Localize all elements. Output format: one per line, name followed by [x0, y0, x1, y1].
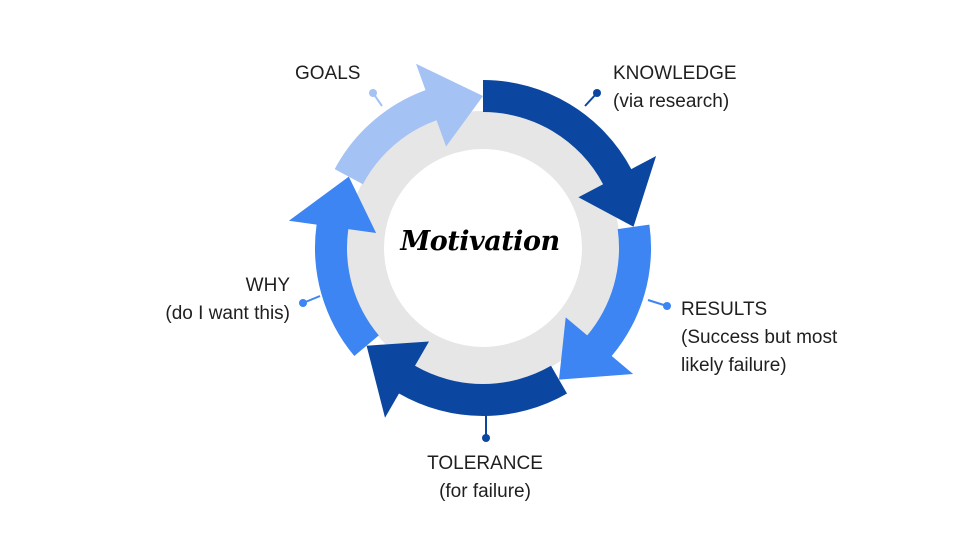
why-arrow: [288, 176, 379, 356]
center-title: Motivation: [400, 226, 560, 257]
results-label-line-2: (Success but most: [681, 327, 838, 348]
knowledge-label-line-1: KNOWLEDGE: [613, 63, 737, 84]
results-arrow: [559, 224, 652, 380]
results-label-line-3: likely failure): [681, 355, 787, 376]
knowledge-label: KNOWLEDGE (via research): [613, 60, 737, 116]
tolerance-arrow: [366, 341, 567, 418]
why-connector-dot: [299, 299, 307, 307]
goals-arrow: [334, 63, 483, 185]
why-label: WHY (do I want this): [140, 272, 290, 328]
inner-ring: [346, 111, 620, 385]
tolerance-label-line-1: TOLERANCE: [427, 453, 543, 474]
knowledge-arrow: [483, 80, 657, 227]
knowledge-label-line-2: (via research): [613, 91, 730, 112]
goals-label: GOALS: [295, 60, 360, 88]
tolerance-label-line-2: (for failure): [439, 481, 531, 502]
results-label-line-1: RESULTS: [681, 299, 768, 320]
results-label: RESULTS (Success but most likely failure…: [681, 296, 837, 380]
knowledge-connector-dot: [593, 89, 601, 97]
why-label-line-1: WHY: [245, 275, 290, 296]
tolerance-connector-dot: [482, 434, 490, 442]
results-connector-dot: [663, 302, 671, 310]
goals-connector-dot: [369, 89, 377, 97]
why-label-line-2: (do I want this): [165, 303, 290, 324]
goals-label-line-1: GOALS: [295, 63, 361, 84]
tolerance-label: TOLERANCE (for failure): [385, 450, 585, 506]
